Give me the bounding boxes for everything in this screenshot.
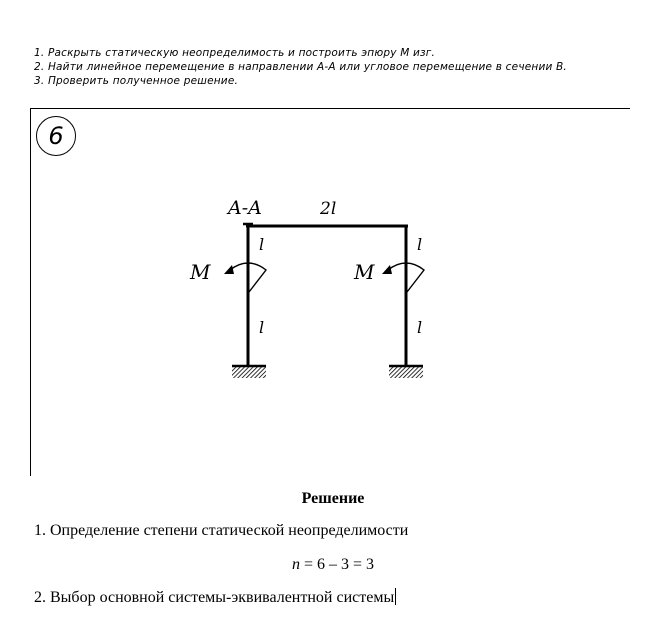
beam-length-label: 2l [319, 199, 336, 219]
left-lower-length-label: l [259, 318, 264, 337]
variant-number: 6 [48, 122, 64, 150]
formula-expression: = 6 – 3 = 3 [299, 556, 375, 573]
task-item-1: 1. Раскрыть статическую неопределимость … [34, 47, 436, 59]
solution-step-2: 2. Выбор основной системы-эквивалентной … [34, 588, 397, 607]
left-upper-length-label: l [259, 235, 264, 254]
right-lower-length-label: l [417, 318, 422, 337]
task-item-3: 3. Проверить полученное решение. [34, 75, 239, 87]
text-cursor [395, 588, 397, 605]
right-moment-label: M [353, 260, 375, 284]
solution-step-2-text: 2. Выбор основной системы-эквивалентной … [34, 589, 395, 606]
task-item-2: 2. Найти линейное перемещение в направле… [34, 61, 567, 73]
formula-variable: n [291, 556, 300, 573]
variant-number-circle: 6 [36, 116, 76, 156]
top-divider [30, 108, 630, 109]
right-fixed-support [389, 364, 423, 378]
left-moment-label: M [189, 260, 211, 284]
section-label: A-A [226, 197, 262, 219]
left-fixed-support [232, 364, 266, 378]
indeterminacy-formula: n = 6 – 3 = 3 [0, 556, 666, 574]
solution-heading: Решение [301, 490, 365, 507]
left-divider [30, 108, 31, 476]
task-list: 1. Раскрыть статическую неопределимость … [34, 46, 654, 88]
right-moment-arrow [382, 262, 425, 293]
left-moment-arrow [224, 262, 267, 293]
right-upper-length-label: l [417, 235, 422, 254]
solution-step-1: 1. Определение степени статической неопр… [34, 522, 409, 539]
